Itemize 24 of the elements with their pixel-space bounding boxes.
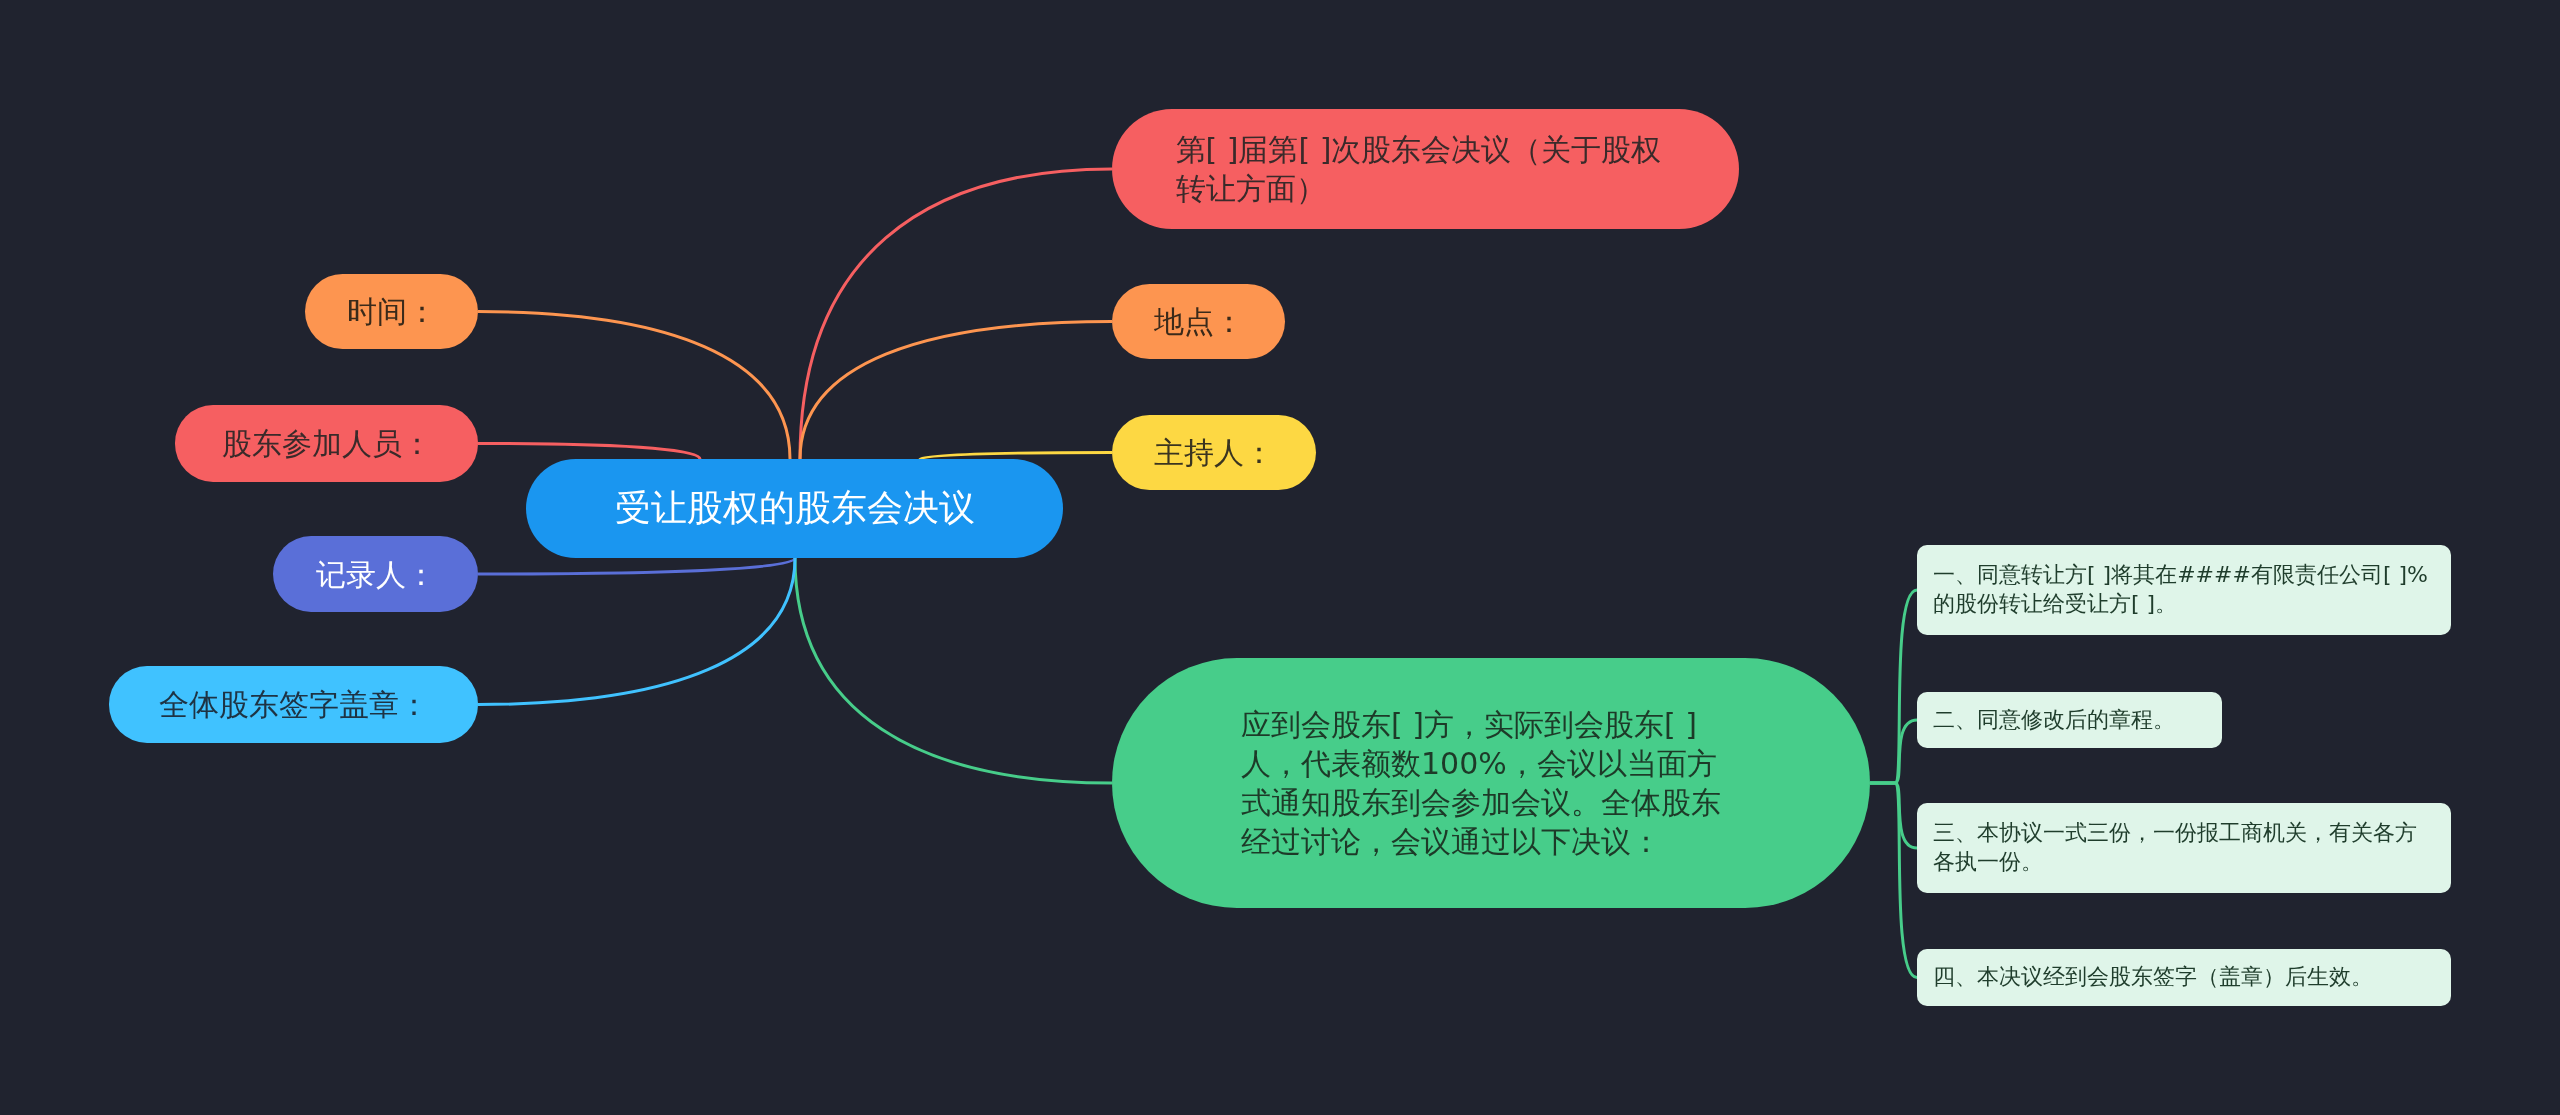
subtopic-box	[1917, 949, 2451, 1006]
branch-line	[919, 451, 1112, 461]
subtopic-box	[1917, 803, 2451, 893]
topic-text: 一、同意转让方[ ]将其在####有限责任公司[ ]%的股份转让给受让方[ ]。	[1933, 561, 2429, 618]
branch-line	[478, 442, 702, 460]
topic-text: 四、本决议经到会股东签字（盖章）后生效。	[1933, 963, 2373, 992]
topic-text: 三、本协议一式三份，一份报工商机关，有关各方各执一份。	[1933, 819, 2418, 876]
branch-line	[477, 557, 797, 706]
topic-text: 主持人：	[1154, 434, 1274, 472]
subtopic-box	[1917, 692, 2222, 748]
topic-text: 全体股东签字盖章：	[158, 686, 429, 724]
branch-line	[793, 557, 1113, 785]
branch-line	[477, 310, 792, 460]
branch-line	[798, 320, 1113, 460]
topic-text: 受让股权的股东会决议	[614, 486, 975, 531]
topic-text: 时间：	[346, 293, 437, 331]
subtopic-box	[1917, 545, 2451, 635]
topic-text: 记录人：	[315, 555, 436, 594]
topic-text: 地点：	[1153, 303, 1244, 341]
topic-text: 应到会股东[ ]方，实际到会股东[ ]人，代表额数100%，会议以当面方式通知股东到会参加会议。全体股东经过讨论，会议通过以下决议：	[1241, 706, 1722, 861]
branch-line	[1870, 781, 1918, 979]
topic-text: 第[ ]届第[ ]次股东会决议（关于股权转让方面）	[1175, 131, 1663, 208]
topic-text: 二、同意修改后的章程。	[1933, 705, 2175, 734]
topic-text: 股东参加人员：	[221, 425, 432, 463]
